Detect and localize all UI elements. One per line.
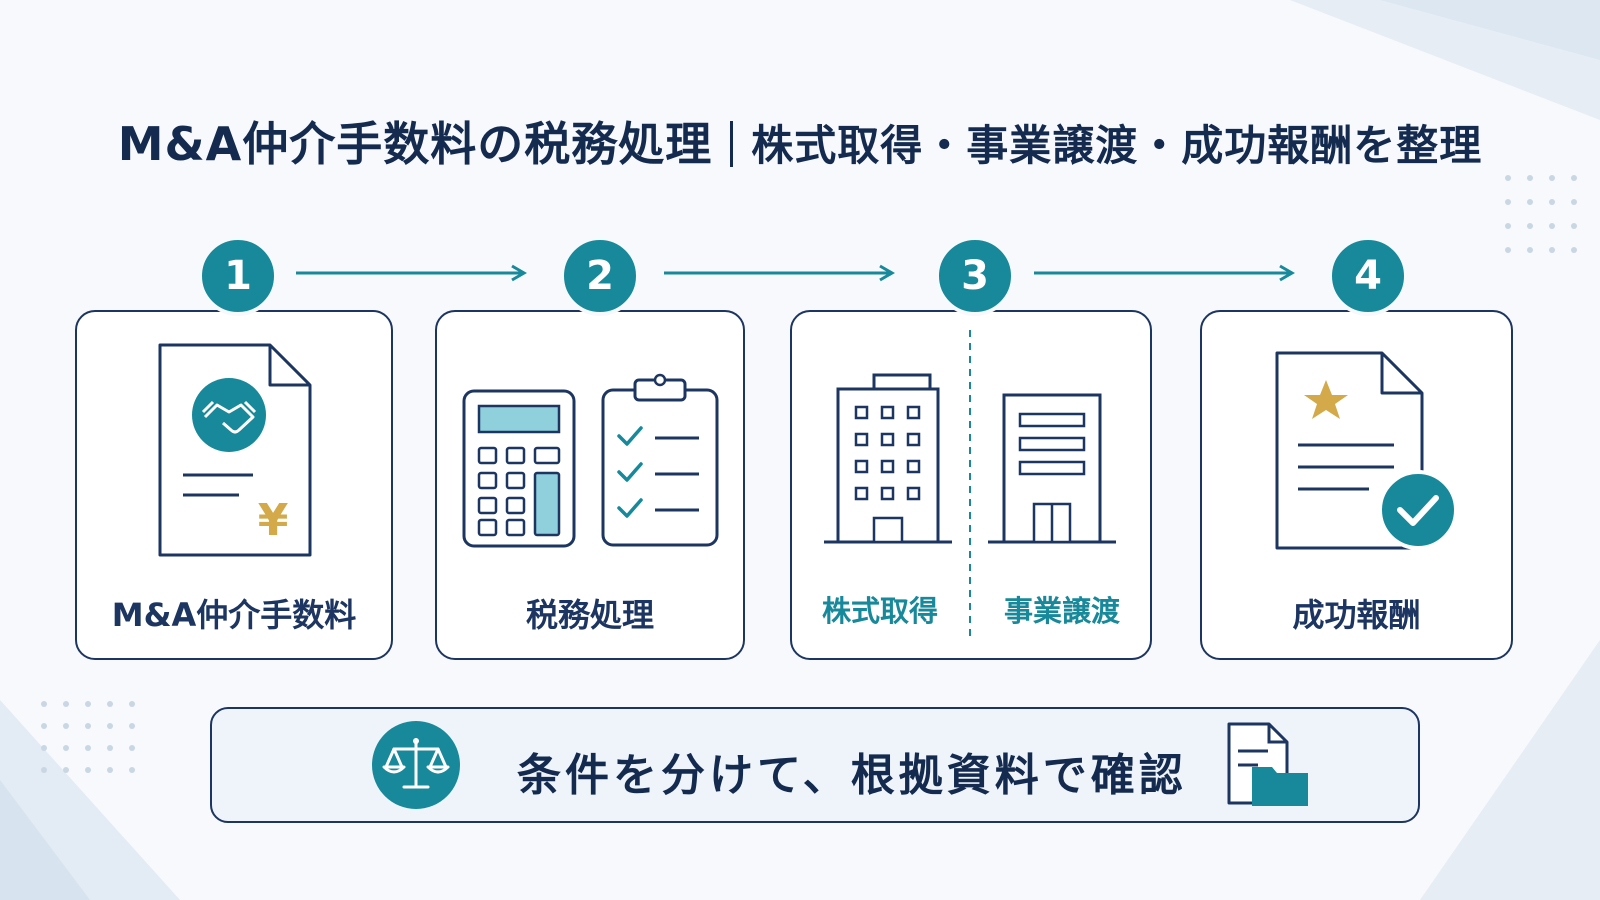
step-label-3-share-acquisition: 株式取得 xyxy=(821,594,938,628)
step-badge-1: 1 xyxy=(198,236,278,316)
certificate-check-icon xyxy=(1275,351,1458,550)
step-badge-4: 4 xyxy=(1328,236,1408,316)
title-separator xyxy=(730,120,734,167)
flow-arrow-2-3 xyxy=(664,264,895,282)
checklist-clipboard-icon xyxy=(601,373,719,547)
page-title: M&A仲介手数料の税務処理株式取得・事業譲渡・成功報酬を整理 xyxy=(0,108,1600,174)
summary-banner: 条件を分けて、根拠資料で確認 xyxy=(210,707,1420,823)
step-label-4: 成功報酬 xyxy=(1292,596,1421,634)
step-badge-2: 2 xyxy=(560,236,640,316)
step-label-1: M&A仲介手数料 xyxy=(111,596,357,634)
title-subtitle: 株式取得・事業譲渡・成功報酬を整理 xyxy=(751,121,1483,170)
dot-grid-bottom-left xyxy=(41,701,135,773)
flow-arrow-1-2 xyxy=(296,264,527,282)
scales-icon xyxy=(372,721,460,809)
step-card-4: 成功報酬 xyxy=(1200,310,1513,660)
step-label-3-business-transfer: 事業譲渡 xyxy=(1003,594,1120,628)
fee-document-handshake-icon: ¥ xyxy=(158,343,312,557)
step-card-3: 株式取得 事業譲渡 xyxy=(790,310,1152,660)
business-building-icon xyxy=(988,393,1116,544)
title-main: M&A仲介手数料の税務処理 xyxy=(117,117,713,171)
dot-grid-top-right xyxy=(1505,175,1577,253)
step-card-2: 税務処理 xyxy=(435,310,745,660)
office-building-icon xyxy=(824,373,952,544)
flow-arrow-3-4 xyxy=(1034,264,1295,282)
step-label-2: 税務処理 xyxy=(525,596,654,634)
document-folder-icon xyxy=(1227,722,1308,806)
summary-text: 条件を分けて、根拠資料で確認 xyxy=(517,750,1187,801)
step-badge-3: 3 xyxy=(935,236,1015,316)
calculator-icon xyxy=(462,389,576,548)
svg-text:¥: ¥ xyxy=(258,495,289,546)
step-card-1: ¥ M&A仲介手数料 xyxy=(75,310,393,660)
